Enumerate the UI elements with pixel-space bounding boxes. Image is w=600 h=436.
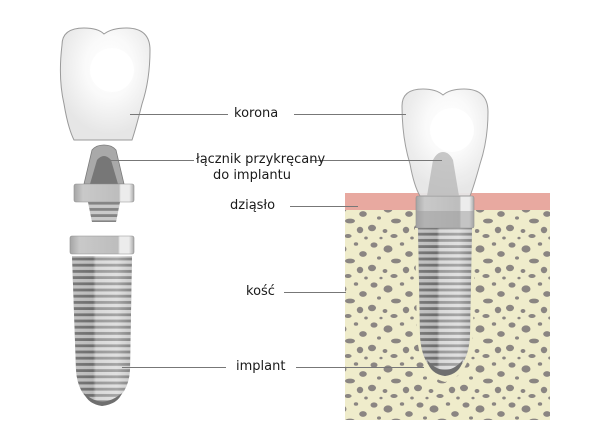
left-implant: [69, 235, 135, 406]
left-crown: [59, 27, 151, 141]
gum-leader: [290, 206, 358, 207]
crown-label: korona: [234, 106, 279, 121]
implant-leader-left: [122, 367, 226, 368]
right-crown: [401, 88, 489, 197]
gum-label: dziąsło: [230, 198, 276, 213]
abutment-leader-right: [310, 160, 442, 161]
abutment-label-line2: do implantu: [212, 168, 292, 183]
implant-label: implant: [236, 359, 286, 374]
right-implant: [415, 195, 475, 382]
bone-label: kość: [246, 284, 275, 299]
abutment-leader-left: [104, 160, 194, 161]
abutment-label-line1: łącznik przykręcany: [196, 152, 326, 167]
crown-leader-left: [130, 114, 228, 115]
bone-leader: [284, 292, 346, 293]
abutment-label: łącznik przykręcany do implantu: [196, 152, 326, 184]
left-abutment: [73, 144, 135, 222]
crown-leader-right: [294, 114, 406, 115]
implant-leader-right: [296, 367, 424, 368]
